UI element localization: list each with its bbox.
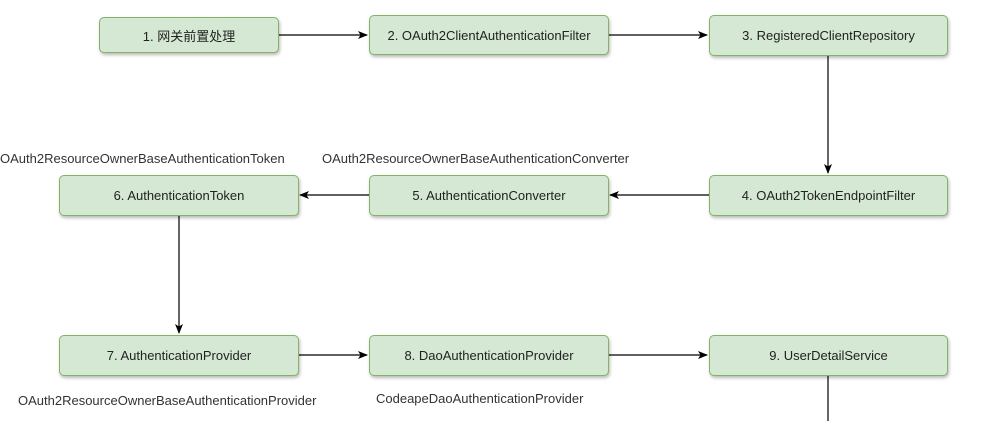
node-authentication-converter[interactable]: 5. AuthenticationConverter <box>369 175 609 216</box>
annotation-dao-provider: CodeapeDaoAuthenticationProvider <box>376 391 584 406</box>
node-oauth2-token-endpoint-filter[interactable]: 4. OAuth2TokenEndpointFilter <box>709 175 948 216</box>
annotation-converter: OAuth2ResourceOwnerBaseAuthenticationCon… <box>322 151 630 166</box>
annotation-token: OAuth2ResourceOwnerBaseAuthenticationTok… <box>0 151 285 166</box>
node-authentication-provider[interactable]: 7. AuthenticationProvider <box>59 335 299 376</box>
node-registered-client-repository[interactable]: 3. RegisteredClientRepository <box>709 15 948 56</box>
node-user-detail-service[interactable]: 9. UserDetailService <box>709 335 948 376</box>
annotation-provider: OAuth2ResourceOwnerBaseAuthenticationPro… <box>18 393 317 408</box>
node-gateway-preprocess[interactable]: 1. 网关前置处理 <box>99 17 279 53</box>
node-oauth2-client-authentication-filter[interactable]: 2. OAuth2ClientAuthenticationFilter <box>369 15 609 55</box>
node-dao-authentication-provider[interactable]: 8. DaoAuthenticationProvider <box>369 335 609 376</box>
node-authentication-token[interactable]: 6. AuthenticationToken <box>59 175 299 216</box>
